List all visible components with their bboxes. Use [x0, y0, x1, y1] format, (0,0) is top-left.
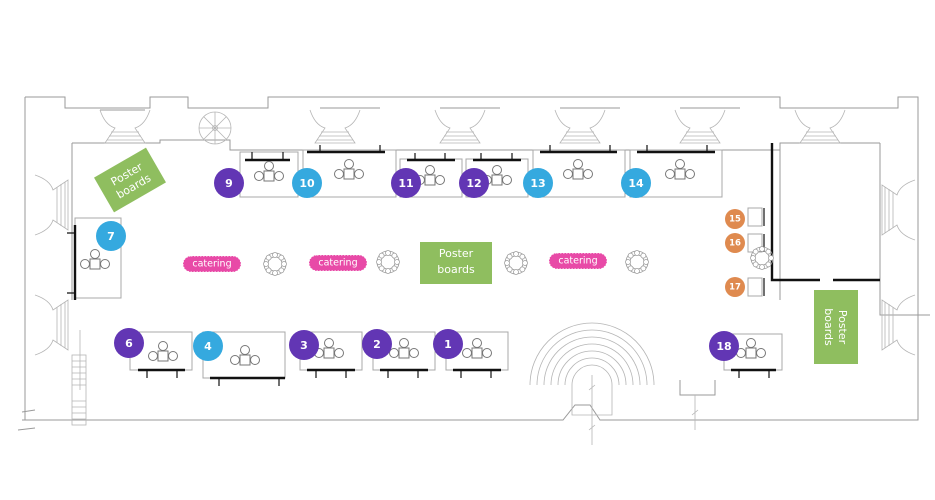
- booth-badge-circle: [391, 168, 421, 198]
- column-stairs: [34, 109, 916, 445]
- booth-badge-circle: [292, 168, 322, 198]
- booth-badge-14[interactable]: 14: [621, 168, 651, 198]
- booth-number: 1: [444, 338, 452, 351]
- booth-number: 18: [716, 340, 731, 353]
- booth-badge-4[interactable]: 4: [193, 331, 223, 361]
- booth-number: 13: [530, 177, 545, 190]
- poster-board-label-line2: boards: [822, 308, 835, 346]
- booth-badge-circle: [114, 328, 144, 358]
- booth-badge-circle: [459, 168, 489, 198]
- table-with-chairs: [665, 159, 695, 180]
- booth-number: 12: [466, 177, 481, 190]
- booth-badge-1[interactable]: 1: [433, 329, 463, 359]
- booth-number: 4: [204, 340, 212, 353]
- table-with-chairs: [230, 345, 260, 366]
- table-with-chairs: [254, 161, 284, 182]
- booth-number: 2: [373, 338, 381, 351]
- spiral-staircase: [198, 111, 232, 145]
- round-table: [750, 246, 774, 270]
- booth-number: 9: [225, 177, 233, 190]
- table-sets: [80, 159, 766, 366]
- poster-board-label-line2: boards: [437, 263, 475, 276]
- room-divider: [770, 143, 880, 282]
- booth-badge-circle: [96, 221, 126, 251]
- catering-label: catering: [318, 258, 357, 269]
- round-tables: [263, 246, 774, 276]
- booth-badge-16[interactable]: 16: [725, 233, 745, 253]
- booth-badge-17[interactable]: 17: [725, 277, 745, 297]
- booth-number: 11: [398, 177, 413, 190]
- booth-badge-circle: [433, 329, 463, 359]
- booth-number: 17: [729, 283, 741, 293]
- table-with-chairs: [80, 249, 110, 270]
- booth-badge-circle: [709, 331, 739, 361]
- booth-number: 7: [107, 230, 115, 243]
- booth-badge-circle: [214, 168, 244, 198]
- booth-number: 6: [125, 337, 133, 350]
- table-with-chairs: [389, 338, 419, 359]
- table-with-chairs: [563, 159, 593, 180]
- booth-badge-circle: [725, 277, 745, 297]
- booth-number: 10: [299, 177, 315, 190]
- round-table: [376, 250, 400, 274]
- booth-badge-9[interactable]: 9: [214, 168, 244, 198]
- amphitheater: [529, 322, 655, 445]
- booth-number: 15: [729, 215, 741, 225]
- booth-badge-13[interactable]: 13: [523, 168, 553, 198]
- poster-board-2: Poster boards: [420, 242, 492, 284]
- booth-badge-11[interactable]: 11: [391, 168, 421, 198]
- booth-badge-circle: [725, 209, 745, 229]
- booth-badge-7[interactable]: 7: [96, 221, 126, 251]
- booth-badge-18[interactable]: 18: [709, 331, 739, 361]
- poster-board-label-line1: Poster: [439, 247, 474, 260]
- round-table: [263, 252, 287, 276]
- booth-number: 14: [628, 177, 644, 190]
- catering-station-3: catering: [548, 252, 608, 270]
- booth-number: 16: [729, 239, 741, 249]
- catering-label: catering: [558, 256, 597, 267]
- booth-badge-circle: [362, 329, 392, 359]
- booth-badge-15[interactable]: 15: [725, 209, 745, 229]
- booth-badge-6[interactable]: 6: [114, 328, 144, 358]
- booth-badge-2[interactable]: 2: [362, 329, 392, 359]
- table-with-chairs: [314, 338, 344, 359]
- booth-badge-3[interactable]: 3: [289, 330, 319, 360]
- round-table: [625, 250, 649, 274]
- booth-badge-circle: [193, 331, 223, 361]
- table-with-chairs: [736, 338, 766, 359]
- table-with-chairs: [334, 159, 364, 180]
- poster-board-1: Poster boards: [94, 147, 166, 213]
- table-with-chairs: [462, 338, 492, 359]
- poster-board-3: Poster boards: [814, 290, 858, 364]
- table-with-chairs: [148, 341, 178, 362]
- round-table: [504, 251, 528, 275]
- booth-badge-circle: [725, 233, 745, 253]
- booth-badge-circle: [289, 330, 319, 360]
- catering-station-2: catering: [308, 254, 368, 272]
- catering-station-1: catering: [182, 255, 242, 273]
- booth-badge-circle: [621, 168, 651, 198]
- catering-label: catering: [192, 259, 231, 270]
- booth-badge-10[interactable]: 10: [292, 168, 322, 198]
- booth-badge-circle: [523, 168, 553, 198]
- booth-badge-12[interactable]: 12: [459, 168, 489, 198]
- poster-board-label-line1: Poster: [836, 310, 849, 345]
- booth-number: 3: [300, 339, 308, 352]
